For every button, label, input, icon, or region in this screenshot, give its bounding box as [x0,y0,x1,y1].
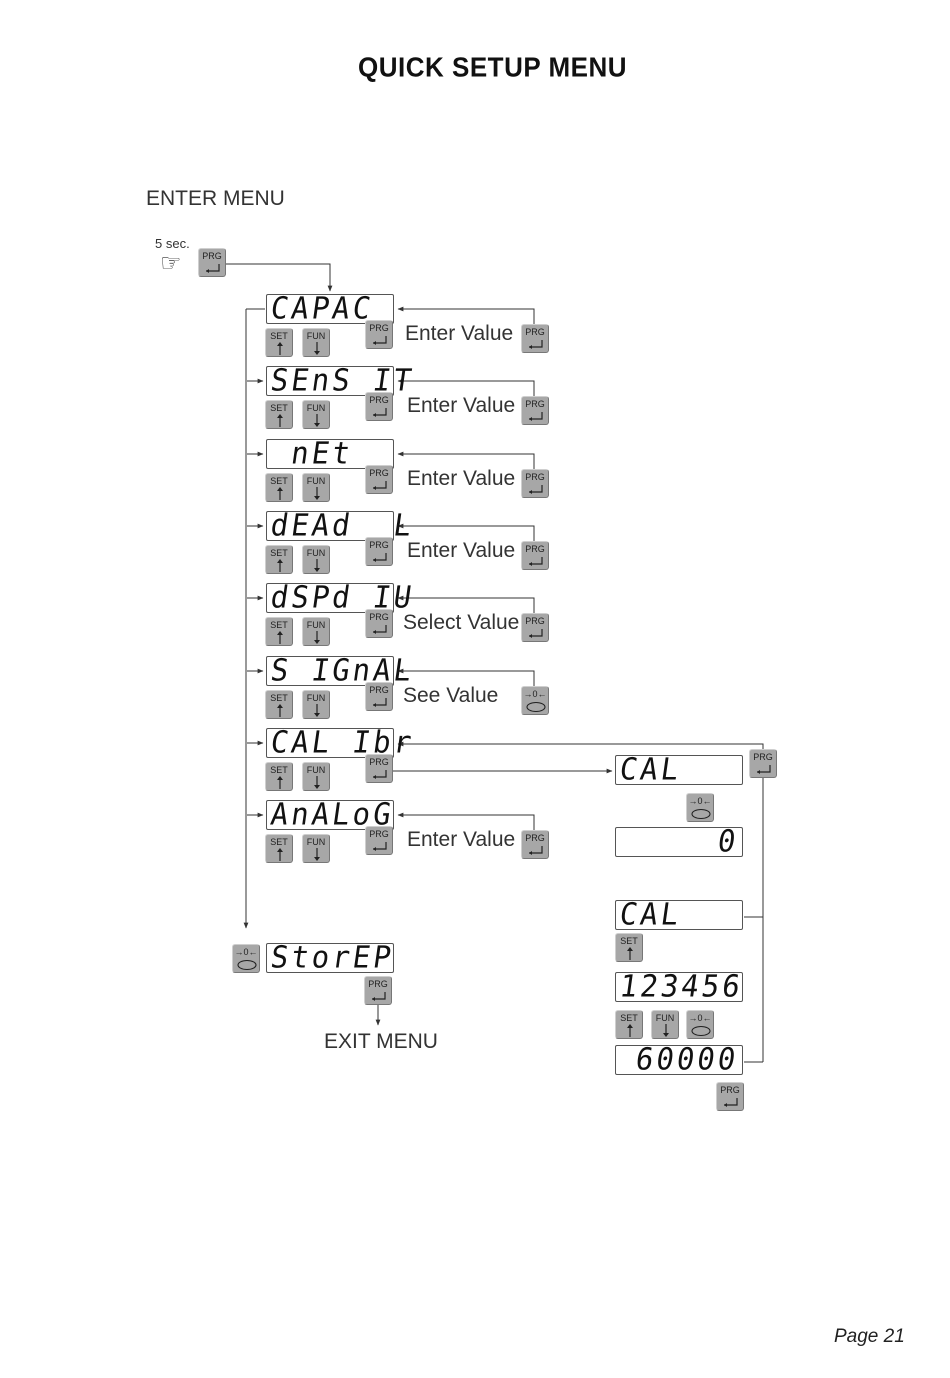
zero-button-cal-2[interactable]: →0← [686,1010,714,1039]
action-label: Enter Value [407,394,516,417]
prg-button-enter[interactable]: PRG [198,248,226,277]
fun-button[interactable]: FUN [302,545,330,574]
action-label: Enter Value [407,539,516,562]
fun-button[interactable]: FUN [302,762,330,791]
return-arrow [397,378,535,396]
zero-button-cal[interactable]: →0← [686,793,714,822]
prg-button-confirm[interactable]: PRG [521,469,549,498]
return-arrow [397,595,535,613]
action-label: Enter Value [407,467,516,490]
display-menu-item: AnALoG [266,796,396,832]
prg-button[interactable]: PRG [365,320,393,349]
set-button[interactable]: SET [265,545,293,574]
set-button-cal-2[interactable]: SET [615,1010,643,1039]
prg-button[interactable]: PRG [365,682,393,711]
set-button[interactable]: SET [265,473,293,502]
fun-button[interactable]: FUN [302,617,330,646]
display-menu-item: dSPd IU [266,579,417,615]
action-label: Enter Value [405,322,514,345]
set-button[interactable]: SET [265,762,293,791]
prg-button[interactable]: PRG [365,465,393,494]
prg-button-cal-return[interactable]: PRG [749,749,777,778]
pointing-hand-icon: ☞ [160,250,182,277]
fun-button[interactable]: FUN [302,473,330,502]
display-cal-4: 123456 [615,968,745,1004]
zero-button-see[interactable]: →0← [521,686,549,715]
prg-button-confirm[interactable]: PRG [521,613,549,642]
fun-button[interactable]: FUN [302,400,330,429]
action-label: See Value [403,684,499,707]
prg-button-confirm[interactable]: PRG [521,324,549,353]
enter-menu-label: ENTER MENU [146,187,285,210]
return-arrow [397,668,535,686]
set-button[interactable]: SET [265,617,293,646]
set-button[interactable]: SET [265,834,293,863]
fun-button[interactable]: FUN [302,690,330,719]
fun-button-cal[interactable]: FUN [651,1010,679,1039]
set-button[interactable]: SET [265,400,293,429]
display-menu-item: S IGnAL [266,652,417,688]
prg-button-confirm[interactable]: PRG [521,830,549,859]
return-arrow [397,523,535,541]
display-menu-item: CAL Ibr [266,724,417,760]
page-number: Page 21 [834,1326,905,1347]
return-arrow [397,812,535,830]
action-label: Select Value [403,611,520,634]
prg-button[interactable]: PRG [365,392,393,421]
display-menu-item: SEnS IT [266,362,417,398]
action-label: Enter Value [407,828,516,851]
display-cal-3: CAL [615,896,743,932]
display-menu-item: dEAd L [266,507,417,543]
display-menu-item: CAPAC [266,290,394,326]
set-button[interactable]: SET [265,690,293,719]
exit-menu-label: EXIT MENU [324,1030,438,1053]
display-cal-5: 60000 [615,1041,743,1077]
prg-button[interactable]: PRG [365,609,393,638]
return-arrow [397,306,535,324]
prg-button-cal-confirm[interactable]: PRG [716,1082,744,1111]
zero-button-store[interactable]: →0← [232,944,260,973]
return-arrow [397,451,535,469]
set-button-cal[interactable]: SET [615,933,643,962]
fun-button[interactable]: FUN [302,328,330,357]
page-title: QUICK SETUP MENU [358,51,627,83]
display-store: StorEP [266,939,396,975]
display-cal-1: CAL [615,751,743,787]
display-cal-2: 0 [615,823,743,859]
fun-button[interactable]: FUN [302,834,330,863]
hold-time-label: 5 sec. [155,236,190,251]
prg-button[interactable]: PRG [365,826,393,855]
prg-button-confirm[interactable]: PRG [521,541,549,570]
display-menu-item: nEt [266,435,394,471]
set-button[interactable]: SET [265,328,293,357]
prg-button-confirm[interactable]: PRG [521,396,549,425]
prg-button-store[interactable]: PRG [364,976,392,1005]
prg-button[interactable]: PRG [365,537,393,566]
prg-button[interactable]: PRG [365,754,393,783]
